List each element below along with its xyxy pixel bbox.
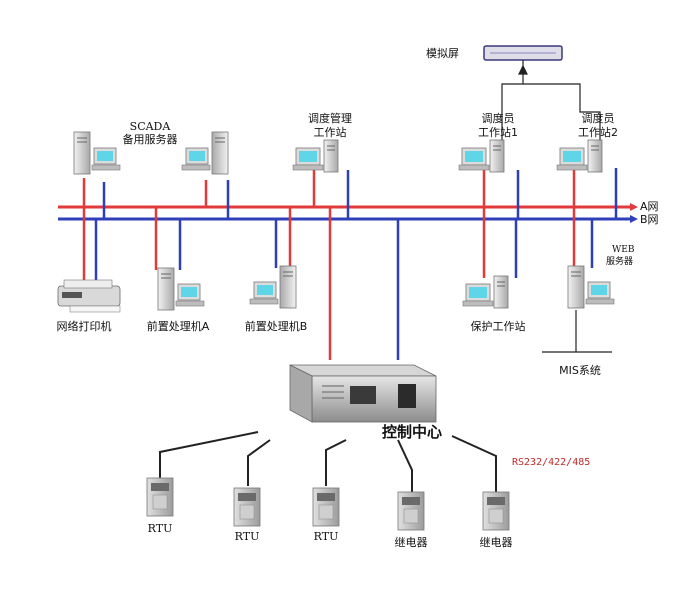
dispatch-mgmt-label-line2: 工作站	[313, 126, 347, 139]
relay-device-2	[482, 491, 510, 531]
rtu-device-3	[312, 487, 340, 527]
mis-link	[542, 310, 612, 353]
web-server-label-line2: 服务器	[606, 257, 634, 267]
network-printer-label: 网络打印机	[56, 320, 112, 333]
dispatcher1-label-line1: 调度员	[481, 112, 515, 125]
scada-server-1	[73, 131, 121, 175]
dispatch-mgmt-label-line1: 调度管理	[308, 112, 352, 125]
protection-ws-label: 保护工作站	[470, 320, 526, 333]
dispatcher2-label-line2: 工作站2	[578, 126, 618, 139]
relay-label-2: 继电器	[479, 536, 513, 549]
rtu-label-1: RTU	[147, 522, 173, 535]
dispatch-mgmt-workstation	[292, 139, 339, 173]
a-net-arrow	[630, 203, 638, 211]
a-net-label: A网	[640, 200, 659, 213]
scada-label-line2: 备用服务器	[122, 133, 178, 146]
dispatcher2-label-line1: 调度员	[581, 112, 615, 125]
field-bus-lines	[159, 431, 497, 492]
b-net-arrow	[630, 215, 638, 223]
rtu-device-2	[233, 487, 261, 527]
web-server-label-line1: WEB	[612, 245, 635, 255]
network-printer	[57, 279, 121, 313]
scada-server-2	[181, 131, 229, 175]
a-net-drops	[82, 168, 576, 360]
dispatcher-workstation-2	[556, 139, 603, 173]
simulation-screen-link	[501, 60, 601, 150]
dispatcher1-label-line2: 工作站1	[478, 126, 518, 139]
mis-system-label: MIS系统	[559, 364, 601, 377]
b-net-label: B网	[640, 213, 659, 226]
rtu-label-2: RTU	[234, 530, 260, 543]
frontend-processor-b	[249, 265, 297, 309]
simulation-screen	[483, 45, 563, 61]
scada-label-line1: SCADA	[129, 120, 171, 133]
frontend-b-label: 前置处理机B	[244, 320, 308, 333]
control-center-server	[289, 364, 437, 423]
protocol-label: RS232/422/485	[512, 457, 591, 468]
protection-workstation	[462, 275, 509, 309]
rtu-label-3: RTU	[313, 530, 339, 543]
b-net-drops	[94, 168, 618, 360]
control-center-label: 控制中心	[382, 423, 443, 441]
relay-label-1: 继电器	[394, 536, 428, 549]
rtu-device-1	[146, 477, 174, 517]
web-server	[567, 265, 615, 309]
frontend-processor-a	[157, 267, 205, 311]
relay-device-1	[397, 491, 425, 531]
dispatcher-workstation-1	[458, 139, 505, 173]
frontend-a-label: 前置处理机A	[146, 320, 210, 333]
simulation-screen-label: 模拟屏	[426, 47, 459, 60]
